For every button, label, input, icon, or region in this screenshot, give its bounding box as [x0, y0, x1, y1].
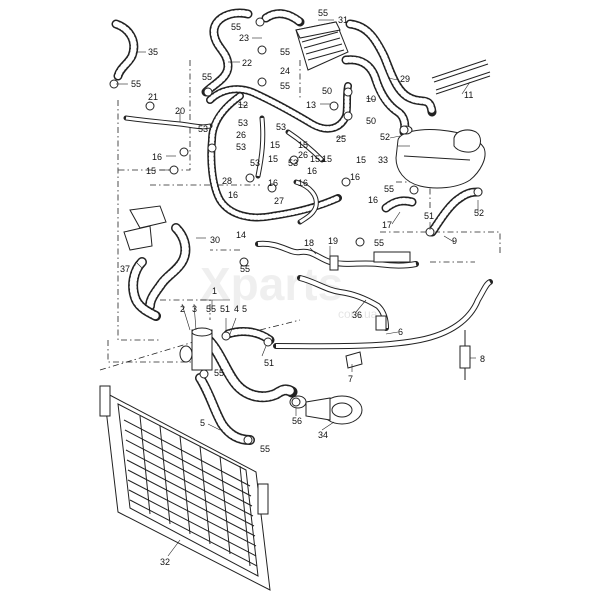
callout-35: 35 — [148, 47, 158, 57]
callout-55: 55 — [280, 47, 290, 57]
callout-36: 36 — [352, 310, 362, 320]
callout-55: 55 — [202, 72, 212, 82]
callout-53: 53 — [236, 142, 246, 152]
callout-53: 53 — [276, 122, 286, 132]
callout-28: 28 — [222, 176, 232, 186]
callout-10: 10 — [366, 94, 376, 104]
callout-23: 23 — [239, 33, 249, 43]
callout-19: 19 — [328, 236, 338, 246]
callout-32: 32 — [160, 557, 170, 567]
callout-50: 50 — [366, 116, 376, 126]
pump — [179, 327, 213, 371]
callout-53: 53 — [250, 158, 260, 168]
valve-block — [329, 251, 411, 331]
callout-55: 55 — [374, 238, 384, 248]
radiator — [99, 385, 271, 591]
callout-7: 7 — [348, 374, 353, 384]
callout-9: 9 — [452, 236, 457, 246]
callout-1: 1 — [212, 286, 217, 296]
callout-16: 16 — [307, 166, 317, 176]
callout-15: 15 — [356, 155, 366, 165]
callout-55: 55 — [131, 79, 141, 89]
callout-53: 53 — [288, 158, 298, 168]
callout-3: 3 — [192, 304, 197, 314]
callout-26: 26 — [236, 130, 246, 140]
callout-37: 37 — [120, 264, 130, 274]
callout-15: 15 — [322, 154, 332, 164]
callout-14: 14 — [236, 230, 246, 240]
callout-5: 5 — [200, 418, 205, 428]
callout-13: 13 — [306, 100, 316, 110]
callout-34: 34 — [318, 430, 328, 440]
callout-24: 24 — [280, 66, 290, 76]
auxiliary-cooler — [295, 21, 349, 71]
callout-56: 56 — [292, 416, 302, 426]
clip — [345, 351, 363, 369]
callout-53: 53 — [198, 124, 208, 134]
callout-17: 17 — [382, 220, 392, 230]
bracket — [123, 205, 167, 251]
callout-55: 55 — [280, 81, 290, 91]
callout-15: 15 — [146, 166, 156, 176]
callout-29: 29 — [400, 74, 410, 84]
clamps — [109, 17, 483, 445]
callout-52: 52 — [380, 132, 390, 142]
callout-16: 16 — [350, 172, 360, 182]
callout-52: 52 — [474, 208, 484, 218]
callout-55: 55 — [260, 444, 270, 454]
callout-4: 4 — [234, 304, 239, 314]
callout-25: 25 — [336, 134, 346, 144]
callout-55: 55 — [231, 22, 241, 32]
callout-15: 15 — [310, 154, 320, 164]
callout-16: 16 — [368, 195, 378, 205]
callout-6: 6 — [398, 327, 403, 337]
callout-50: 50 — [322, 86, 332, 96]
callout-22: 22 — [242, 58, 252, 68]
callout-51: 51 — [424, 211, 434, 221]
hose-rods — [431, 59, 491, 95]
callout-5: 5 — [242, 304, 247, 314]
callout-21: 21 — [148, 92, 158, 102]
callout-27: 27 — [274, 196, 284, 206]
connector — [459, 330, 471, 380]
callout-55: 55 — [384, 184, 394, 194]
callout-55: 55 — [240, 264, 250, 274]
parts — [99, 17, 491, 591]
callout-55: 55 — [214, 368, 224, 378]
callout-labels: 35 55 21 20 22 55 55 23 55 24 55 55 31 2… — [120, 8, 485, 567]
callout-33: 33 — [378, 155, 388, 165]
callout-2: 2 — [180, 304, 185, 314]
leader-lines — [116, 19, 479, 557]
callout-53: 53 — [238, 118, 248, 128]
callout-16: 16 — [152, 152, 162, 162]
callout-16: 16 — [298, 178, 308, 188]
callout-30: 30 — [210, 235, 220, 245]
callout-31: 31 — [338, 15, 348, 25]
callout-8: 8 — [480, 354, 485, 364]
callout-18: 18 — [304, 238, 314, 248]
callout-11: 11 — [464, 90, 473, 100]
callout-16: 16 — [268, 178, 278, 188]
callout-12: 12 — [238, 100, 248, 110]
callout-15: 15 — [268, 154, 278, 164]
expansion-tank — [395, 125, 486, 189]
callout-51: 51 — [264, 358, 274, 368]
hoses — [111, 8, 483, 445]
callout-26: 26 — [298, 150, 308, 160]
callout-15: 15 — [270, 140, 280, 150]
callout-15: 15 — [298, 140, 308, 150]
callout-51: 51 — [220, 304, 230, 314]
callout-55: 55 — [206, 304, 216, 314]
callout-20: 20 — [175, 106, 185, 116]
callout-55: 55 — [318, 8, 328, 18]
callout-16: 16 — [228, 190, 238, 200]
watermark-sub: com.ua — [338, 307, 378, 321]
